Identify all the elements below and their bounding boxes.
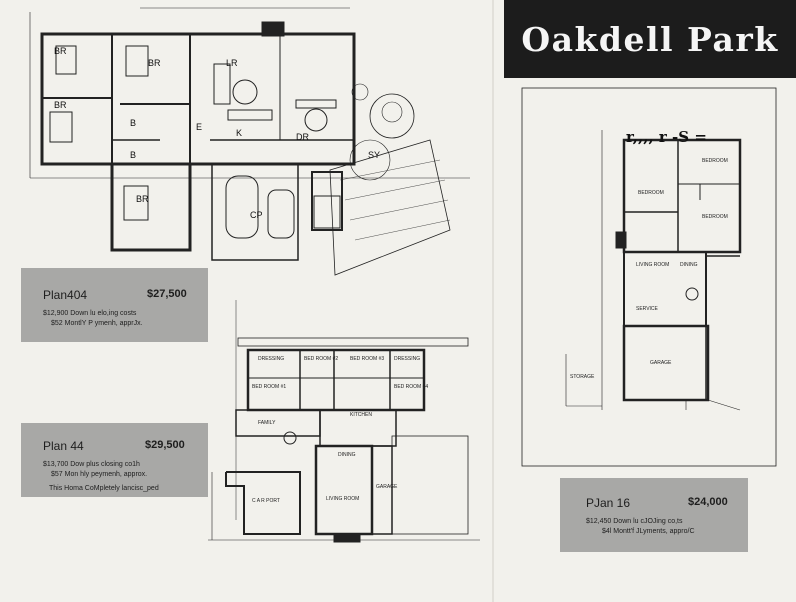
plan404-room-b2: B — [130, 150, 137, 160]
plan16-room-living: LIVING ROOM — [636, 262, 670, 268]
plan404-room-dr: DR — [296, 132, 309, 142]
plan44-floorplan — [208, 300, 480, 543]
plan44-name: Plan 44 — [43, 439, 84, 453]
plan44-room-dining: DINING — [338, 452, 356, 458]
plan16-room-bed3: BEDROOM — [702, 214, 728, 220]
plan44-room-bed1: BED ROOM #1 — [252, 384, 287, 390]
plan16-room-storage: STORAGE — [570, 374, 595, 380]
plan16-price-box: PJan 16 $24,000 $12,450 Down lu cJOJing … — [560, 478, 748, 552]
plan404-monthly-payment: $52 MontlY P ymenh, apprJx. — [51, 320, 143, 327]
plan404-name: Plan404 — [43, 288, 88, 302]
plan44-room-dressing2: DRESSING — [394, 356, 421, 362]
plan404-down-payment: $12,900 Down lu elo,ing costs — [43, 310, 137, 317]
plan404-room-br2: BR — [148, 58, 161, 68]
plan16-room-service: SERVICE — [636, 306, 658, 312]
plan44-room-carport: C A R PORT — [252, 498, 280, 504]
plan404-room-cp: CP — [250, 210, 263, 220]
plan44-price: $29,500 — [145, 439, 185, 451]
plan16-room-garage: GARAGE — [650, 360, 672, 366]
plan16-room-bed2: BEDROOM — [638, 190, 664, 196]
plan44-room-bed3: BED ROOM #3 — [350, 356, 385, 362]
plan404-room-e: E — [196, 122, 203, 132]
plan44-room-garage: GARAGE — [376, 484, 398, 490]
plan44-room-family: FAMILY — [258, 420, 276, 426]
plan404-room-lr: LR — [226, 58, 238, 68]
page-fold — [492, 0, 494, 602]
plan44-down-payment: $13,700 Dow plus closing co1h — [43, 461, 140, 468]
plan16-room-bed1: BEDROOM — [702, 158, 728, 164]
plan44-price-box: Plan 44 $29,500 $13,700 Dow plus closing… — [21, 423, 208, 497]
plan404-room-sy: SY — [368, 150, 381, 160]
plan44-monthly-payment: $57 Mon hly peymenh, approx. — [51, 471, 148, 478]
title-banner: Oakdell Park — [504, 0, 796, 78]
plan404-room-k: K — [236, 128, 243, 138]
page-title: Oakdell Park — [521, 19, 779, 59]
plan404-floorplan — [29, 7, 470, 276]
plan404-room-br4: BR — [136, 194, 149, 204]
plan16-room-dining: DINING — [680, 262, 698, 268]
plan44-room-bed4: BED ROOM #4 — [394, 384, 429, 390]
plan44-room-kitchen: KITCHEN — [350, 412, 372, 418]
plan16-down-payment: $12,450 Down lu cJOJing co,ts — [586, 518, 683, 525]
plan44-room-living: LIVING ROOM — [326, 496, 360, 502]
plan404-room-b1: B — [130, 118, 137, 128]
plan44-room-dressing1: DRESSING — [258, 356, 285, 362]
plan404-room-br1: BR — [54, 46, 67, 56]
plan404-room-br3: BR — [54, 100, 67, 110]
plan44-landscaping-note: This Homa CoMpletely lancisc_ped — [49, 485, 159, 492]
plan16-price: $24,000 — [688, 496, 728, 508]
plan404-price-box: Plan404 $27,500 $12,900 Down lu elo,ing … — [21, 268, 208, 342]
plan16-name: PJan 16 — [586, 496, 631, 510]
plan16-monthly-payment: $4l Montt'f JLyments, appro/C — [602, 528, 695, 535]
plan404-price: $27,500 — [147, 288, 187, 300]
plan44-room-bed2: BED ROOM #2 — [304, 356, 339, 362]
plan16-sketch-text: r,,,, r -S = — [626, 128, 707, 146]
plan16-floorplan — [521, 87, 777, 467]
